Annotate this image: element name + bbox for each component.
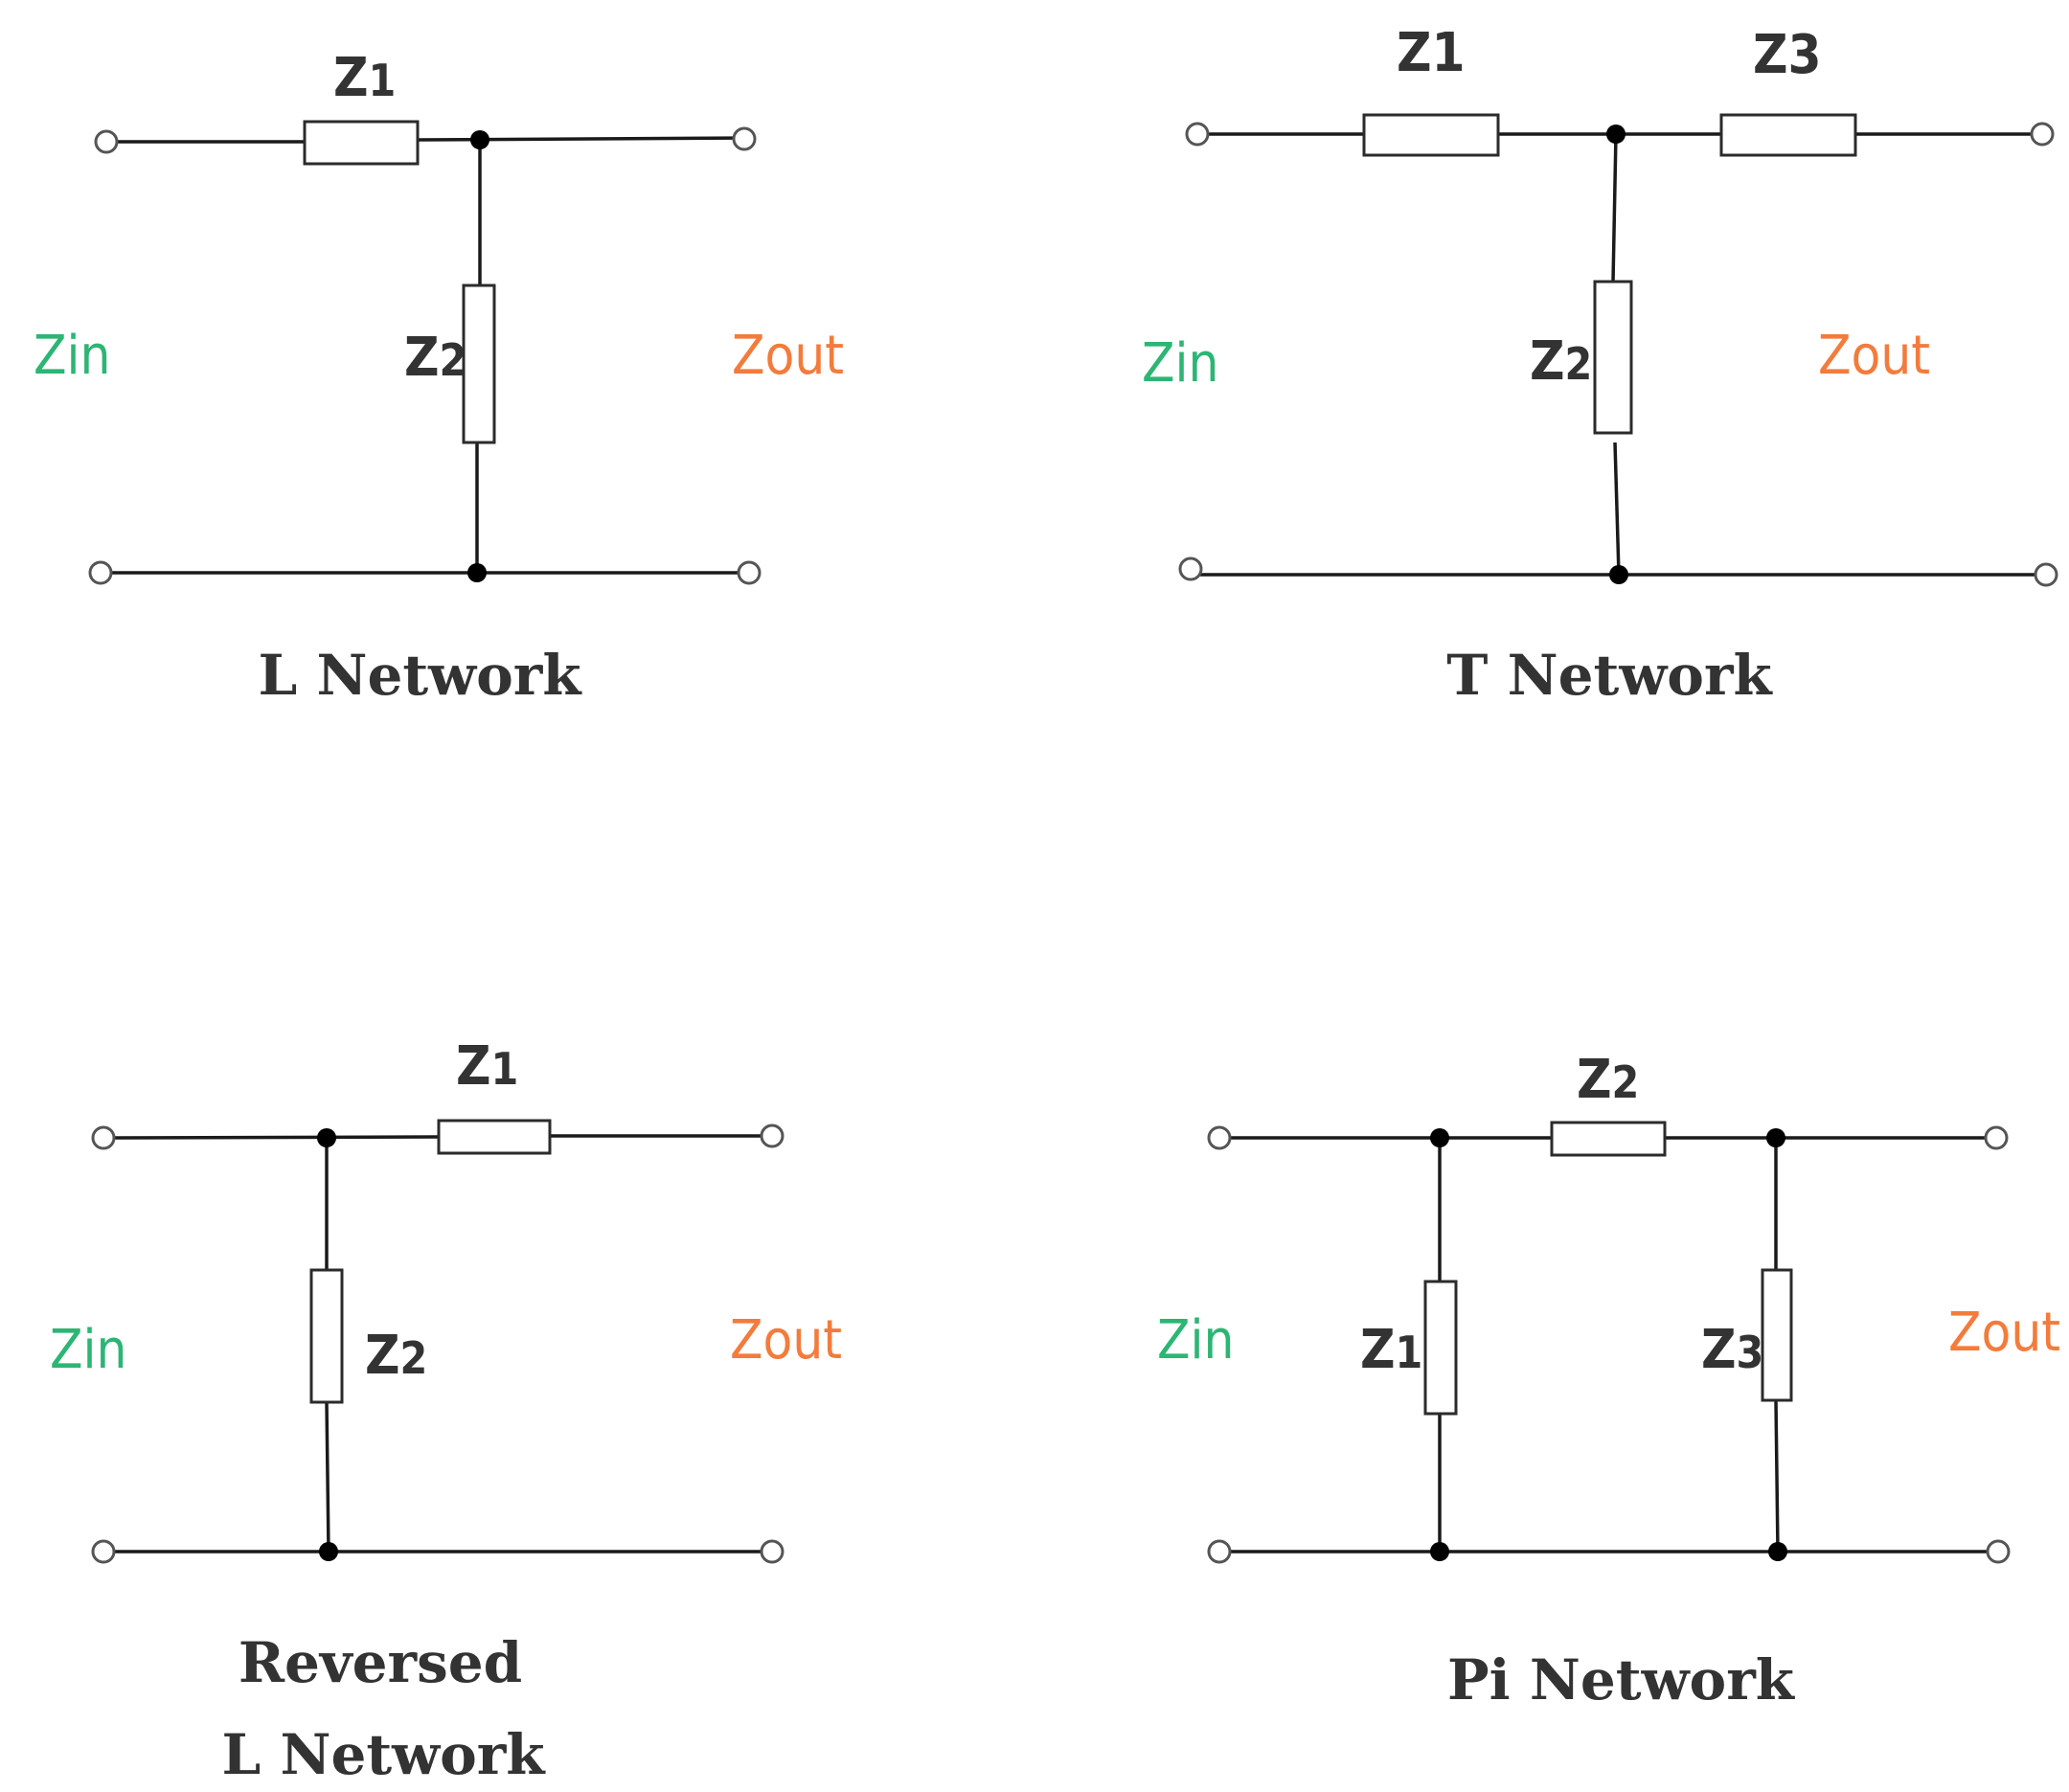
z3-resistor xyxy=(1761,1268,1793,1402)
shunt-wire xyxy=(1611,133,1618,283)
shunt-wire xyxy=(1774,1399,1780,1553)
z1-label: Z1 xyxy=(333,47,396,109)
output-terminal xyxy=(760,1123,784,1148)
output-terminal xyxy=(737,560,762,585)
output-terminal xyxy=(732,126,757,151)
z2-label: Z2 xyxy=(1577,1049,1639,1111)
z2-resistor xyxy=(1593,280,1633,435)
input-terminal xyxy=(1178,556,1203,581)
output-terminal xyxy=(2030,122,2055,147)
zin-label: Zin xyxy=(34,325,110,387)
zout-label: Zout xyxy=(732,325,844,387)
output-terminal xyxy=(1984,1125,2009,1150)
network-title: L Network xyxy=(258,643,582,708)
input-terminal xyxy=(94,129,119,154)
z1-label: Z1 xyxy=(1397,22,1466,84)
output-terminal xyxy=(1986,1539,2011,1564)
input-terminal xyxy=(1185,122,1210,147)
t-network: Z1 Z3 Z2 Zin Zout T Network xyxy=(1142,22,2058,708)
pi-network: Z2 Z1 Z3 Zin Zout Pi Network xyxy=(1157,1049,2060,1713)
junction-node xyxy=(1606,125,1626,144)
zout-label: Zout xyxy=(1818,325,1930,387)
reversed-l-network: Z1 Z2 Zin Zout Reversed L Network xyxy=(50,1035,842,1787)
input-terminal xyxy=(91,1125,116,1150)
z2-label: Z2 xyxy=(365,1325,427,1387)
network-title: T Network xyxy=(1446,643,1773,708)
junction-node xyxy=(317,1128,336,1147)
z3-label: Z3 xyxy=(1701,1319,1763,1381)
z2-resistor xyxy=(309,1268,344,1404)
z1-resistor xyxy=(437,1119,552,1155)
junction-node xyxy=(1768,1542,1787,1561)
network-title: L Network xyxy=(221,1722,546,1787)
zin-label: Zin xyxy=(1142,332,1218,395)
input-terminal xyxy=(1207,1539,1232,1564)
junction-node xyxy=(1430,1542,1449,1561)
shunt-wire xyxy=(1613,442,1621,576)
output-terminal xyxy=(760,1539,784,1564)
z1-label: Z1 xyxy=(456,1035,518,1098)
junction-node xyxy=(1766,1128,1785,1147)
input-terminal xyxy=(88,560,113,585)
z1-label: Z1 xyxy=(1360,1319,1422,1381)
z2-resistor xyxy=(462,284,496,444)
zin-label: Zin xyxy=(1157,1309,1234,1372)
junction-node xyxy=(1430,1128,1449,1147)
z3-resistor xyxy=(1719,113,1857,157)
z1-resistor xyxy=(303,120,420,166)
top-wire xyxy=(102,1135,440,1140)
z1-resistor xyxy=(1362,113,1500,157)
zin-label: Zin xyxy=(50,1319,126,1381)
output-terminal xyxy=(2034,562,2058,587)
zout-label: Zout xyxy=(730,1309,842,1372)
zout-label: Zout xyxy=(1948,1302,2060,1364)
z2-label: Z2 xyxy=(404,327,466,389)
shunt-wire xyxy=(325,1401,330,1553)
z2-label: Z2 xyxy=(1530,330,1592,393)
z3-label: Z3 xyxy=(1753,24,1822,86)
input-terminal xyxy=(91,1539,116,1564)
junction-node xyxy=(1609,565,1628,584)
junction-node xyxy=(319,1542,338,1561)
junction-node xyxy=(467,563,487,582)
l-network: Z1 Z2 Zin Zout L Network xyxy=(34,47,844,708)
input-terminal xyxy=(1207,1125,1232,1150)
top-wire xyxy=(417,136,743,142)
network-title: Pi Network xyxy=(1447,1647,1796,1713)
z2-resistor xyxy=(1550,1121,1667,1157)
junction-node xyxy=(470,130,489,149)
z1-resistor xyxy=(1423,1280,1458,1416)
network-title: Reversed xyxy=(239,1630,522,1695)
